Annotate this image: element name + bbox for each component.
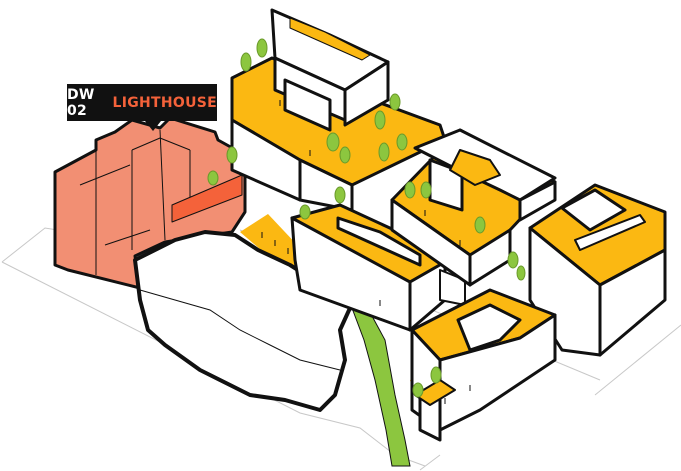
building-label: DW 02 LIGHTHOUSE [67,84,217,121]
people-marks [261,100,471,404]
tree-group [207,38,526,398]
lighthouse-building [53,116,247,290]
green-pathway [351,307,411,467]
building-name: LIGHTHOUSE [112,94,217,111]
top-building [230,8,447,212]
middle-building [290,203,466,332]
courtyard-building [390,128,557,287]
right-tall-building [528,183,667,357]
building-code: DW 02 [67,86,95,119]
label-pointer [145,121,161,131]
bottom-building [410,288,557,442]
